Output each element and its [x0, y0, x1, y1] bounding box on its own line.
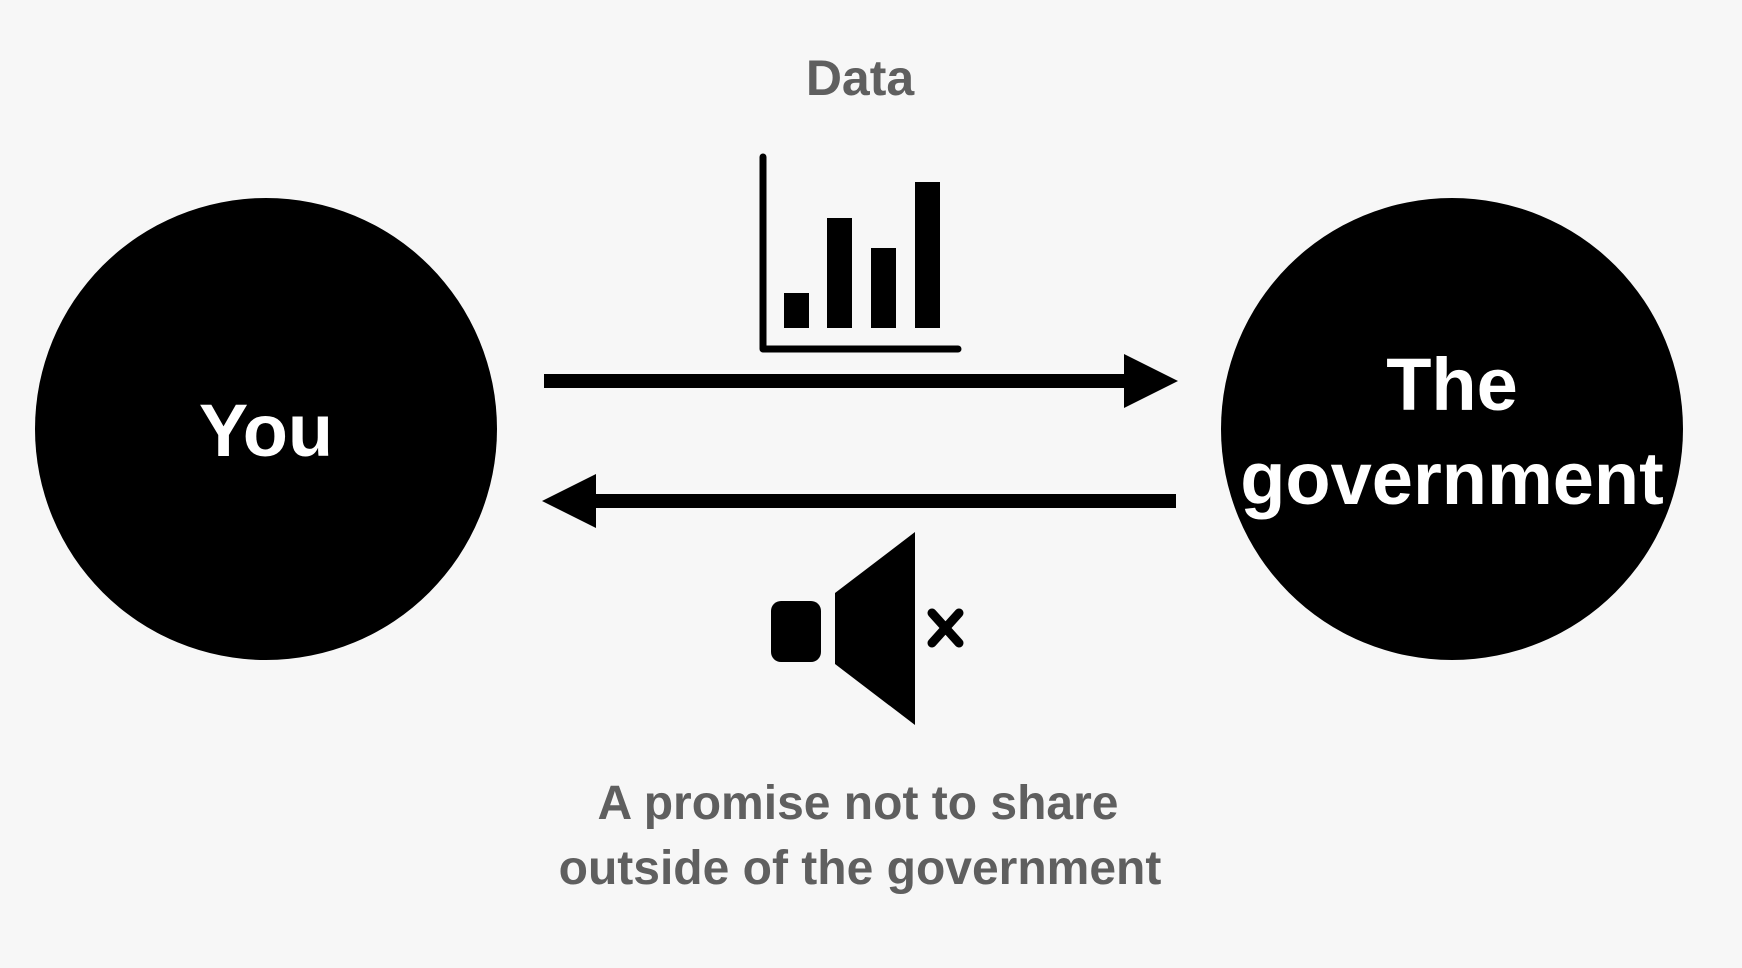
bottom-label-line2: outside of the government	[559, 842, 1162, 895]
bottom-label-line1: A promise not to share	[598, 777, 1119, 830]
speaker-muted-icon	[771, 532, 964, 725]
arrow-to-you	[542, 474, 1176, 528]
arrow-to-government	[544, 354, 1178, 408]
bar-chart-icon	[759, 153, 962, 353]
you-node-label: You	[199, 389, 333, 472]
you-node: You	[35, 198, 497, 660]
government-node-label-line1: The	[1386, 343, 1518, 426]
government-node-label-line2: government	[1240, 437, 1664, 520]
government-node: The government	[1221, 198, 1683, 660]
top-label: Data	[806, 50, 916, 106]
